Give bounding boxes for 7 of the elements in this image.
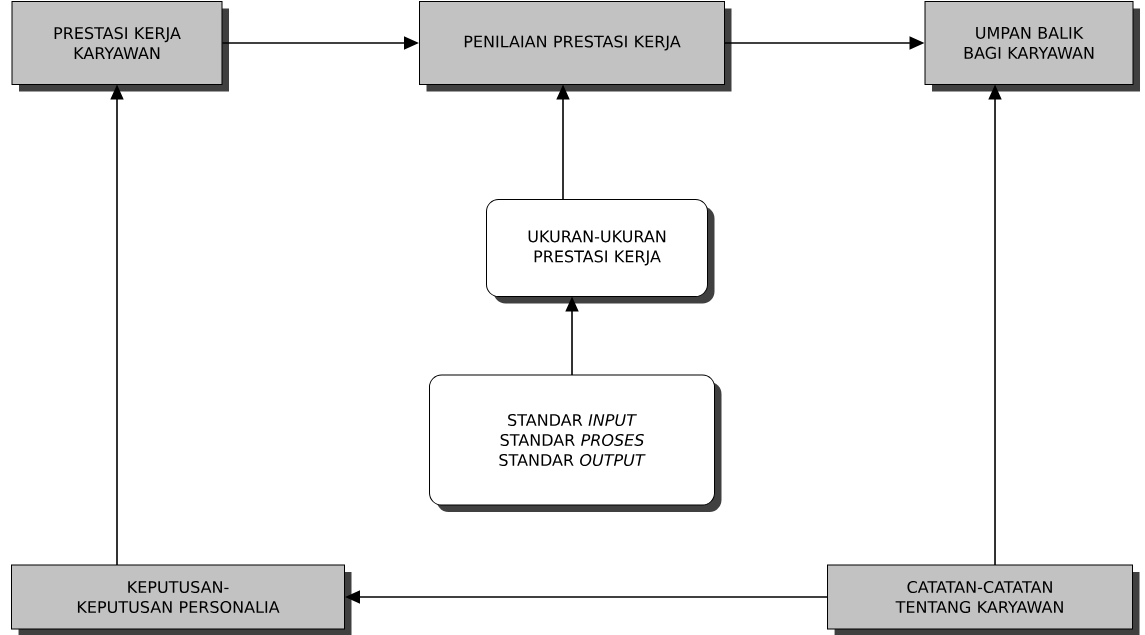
process-box: CATATAN-CATATAN TENTANG KARYAWAN — [827, 564, 1140, 635]
process-box: UMPAN BALIK BAGI KARYAWAN — [924, 1, 1140, 92]
process-box: PENILAIAN PRESTASI KERJA — [419, 1, 732, 92]
process-box: PRESTASI KERJA KARYAWAN — [11, 1, 229, 92]
rounded-box: UKURAN-UKURAN PRESTASI KERJA — [486, 199, 715, 304]
rounded-box: STANDAR INPUT STANDAR PROSES STANDAR OUTPUT — [429, 374, 722, 512]
process-box: KEPUTUSAN-KEPUTUSAN PERSONALIA — [11, 564, 352, 635]
